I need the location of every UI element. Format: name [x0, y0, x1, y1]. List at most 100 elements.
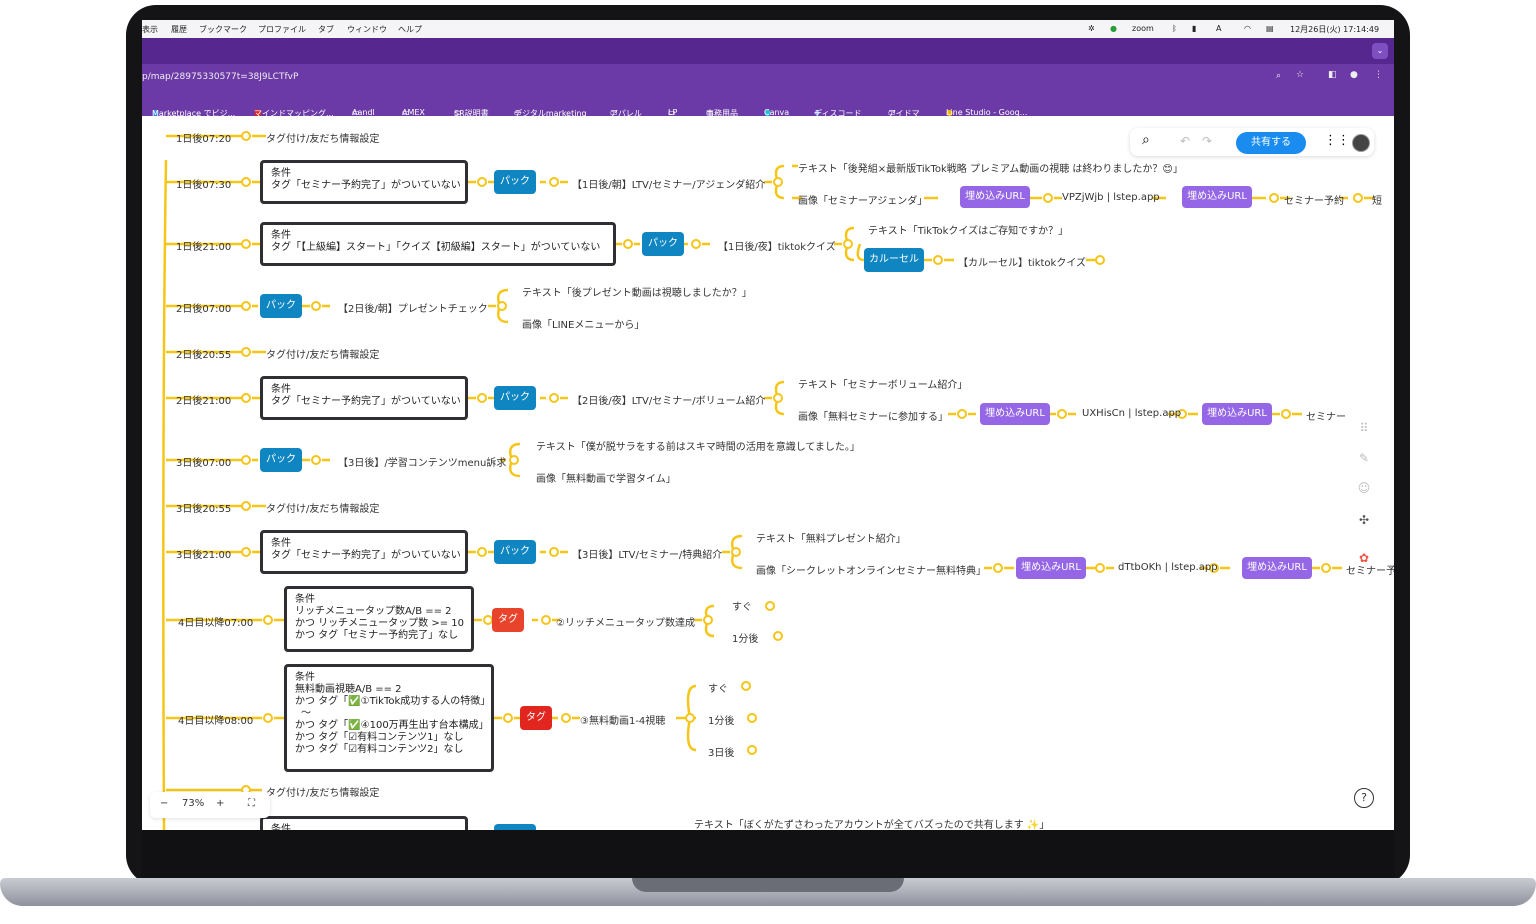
node-title[interactable]: 【2日後/朝】プレゼントチェック [338, 300, 488, 315]
node-text[interactable]: テキスト「セミナーボリューム紹介」 [798, 376, 967, 391]
line-icon[interactable]: ● [1110, 24, 1117, 33]
carousel-node[interactable]: カルーセル [864, 248, 924, 272]
node-image[interactable]: 画像「無料セミナーに参加する」 [798, 408, 948, 423]
menu-view[interactable]: 表示 [142, 24, 158, 35]
zoom-lens-icon[interactable]: ⌕ [1276, 71, 1281, 81]
node-text[interactable]: テキスト「後プレゼント動画は視聴しましたか？」 [522, 284, 752, 299]
menu-window[interactable]: ウィンドウ [347, 24, 387, 35]
node-text[interactable]: 【カルーセル】tiktokクイズ [958, 254, 1086, 269]
node-link[interactable]: セミナー [1306, 408, 1346, 423]
node-image[interactable]: 画像「無料動画で学習タイム」 [536, 470, 676, 485]
condition-node[interactable]: 条件 タグ「【上級編】スタート」「クイズ【初級編】スタート」がついていない [260, 222, 616, 266]
node-image[interactable]: 画像「LINEメニューから」 [522, 316, 644, 331]
condition-node[interactable]: 条件 [260, 816, 468, 830]
node-option[interactable]: 3日後 [708, 744, 734, 759]
node-title[interactable]: 【3日後】/学習コンテンツmenu訴求 [338, 454, 506, 469]
wifi-icon[interactable]: ◠ [1244, 24, 1251, 33]
profile-avatar-icon[interactable]: ● [1350, 70, 1358, 80]
node-tag-setting[interactable]: タグ付け/友だち情報設定 [266, 346, 379, 361]
pack-node[interactable]: パック [494, 386, 536, 410]
node-title[interactable]: ②リッチメニュータップ数達成 [556, 614, 695, 629]
node-title[interactable]: 【1日後/朝】LTV/セミナー/アジェンダ紹介 [572, 176, 765, 191]
zoom-status[interactable]: zoom [1132, 24, 1154, 33]
node-image[interactable]: 画像「セミナーアジェンダ」 [798, 192, 927, 207]
node-tag-setting[interactable]: タグ付け/友だち情報設定 [266, 784, 379, 799]
tab-search-icon[interactable]: ⌄ [1372, 43, 1388, 59]
node-title[interactable]: 【3日後】LTV/セミナー/特典紹介 [572, 546, 722, 561]
color-palette-icon[interactable]: ✿ [1354, 548, 1374, 568]
node-title[interactable]: ③無料動画1-4視聴 [580, 712, 665, 727]
node-text[interactable]: テキスト「僕が脱サラをする前はスキマ時間の活用を意識してました。」 [536, 438, 860, 453]
condition-node[interactable]: 条件 無料動画視聴A/B == 2 かつ タグ「✅①TikTok成功する人の特徴… [284, 664, 494, 772]
node-text[interactable]: テキスト「後発組×最新版TikTok戦略 プレミアム動画の視聴 は終わりましたか… [798, 160, 1183, 175]
input-method-icon[interactable]: A [1216, 24, 1221, 33]
template-icon[interactable]: ⠿ [1354, 418, 1374, 438]
node-tag-setting[interactable]: タグ付け/友だち情報設定 [266, 500, 379, 515]
help-button[interactable]: ? [1354, 788, 1374, 808]
embed-url-node[interactable]: 埋め込みURL [980, 403, 1050, 425]
address-bar[interactable]: p/map/28975330577t=38J9LCTfvP ⌕ ☆ ◧ ● ⋮ [142, 64, 1394, 90]
structure-icon[interactable]: ✣ [1354, 510, 1374, 530]
user-avatar[interactable] [1352, 134, 1370, 152]
time-label: 3日後20:55 [176, 500, 231, 515]
fit-screen-icon[interactable]: ⛶ [248, 798, 255, 809]
tag-node[interactable]: タグ [492, 608, 524, 632]
embed-url-node[interactable]: 埋め込みURL [1016, 557, 1086, 579]
pack-node[interactable]: パック [642, 232, 684, 256]
menu-history[interactable]: 履歴 [171, 24, 187, 35]
node-title[interactable]: 【1日後/夜】tiktokクイズ [718, 238, 836, 253]
node-title[interactable]: 【2日後/夜】LTV/セミナー/ボリューム紹介 [572, 392, 765, 407]
time-label: 2日後21:00 [176, 392, 231, 407]
node-text[interactable]: テキスト「ぼくがたずさわったアカウントが全てバズったので共有します ✨」 [694, 816, 1049, 830]
bluetooth-icon[interactable]: ᛒ [1172, 24, 1177, 33]
sidepanel-icon[interactable]: ◧ [1328, 70, 1337, 80]
battery-icon[interactable]: ▮ [1192, 24, 1196, 33]
condition-node[interactable]: 条件 タグ「セミナー予約完了」がついていない [260, 160, 468, 204]
node-option[interactable]: すぐ [732, 598, 752, 613]
redo-icon[interactable]: ↷ [1202, 134, 1212, 148]
zoom-in-button[interactable]: + [216, 798, 224, 809]
menu-help[interactable]: ヘルプ [398, 24, 422, 35]
bookmark-star-icon[interactable]: ☆ [1296, 70, 1304, 80]
node-option[interactable]: 1分後 [732, 630, 758, 645]
menu-profile[interactable]: プロファイル [258, 24, 306, 35]
node-link[interactable]: セミナー予約 [1284, 192, 1344, 207]
node-link[interactable]: UXHisCn | lstep.app [1082, 408, 1181, 419]
dropbox-icon[interactable]: ✲ [1088, 24, 1095, 33]
node-image[interactable]: 画像「シークレットオンラインセミナー無料特典」 [756, 562, 986, 577]
apps-grid-icon[interactable]: ⋮⋮ [1324, 133, 1350, 148]
node-link[interactable]: 短 [1372, 192, 1382, 207]
pack-node[interactable]: パック [260, 294, 302, 318]
embed-url-node[interactable]: 埋め込みURL [1182, 186, 1252, 208]
condition-node[interactable]: 条件 タグ「セミナー予約完了」がついていない [260, 530, 468, 574]
node-link[interactable]: dTtbOKh | lstep.app [1118, 562, 1218, 573]
zoom-out-button[interactable]: − [160, 798, 168, 809]
search-icon[interactable]: ⌕ [1142, 132, 1150, 148]
emoji-icon[interactable]: ☺ [1354, 478, 1374, 498]
condition-node[interactable]: 条件 タグ「セミナー予約完了」がついていない [260, 376, 468, 420]
mindmap-canvas[interactable]: 1日後07:20 タグ付け/友だち情報設定 1日後07:30 条件 タグ「セミナ… [142, 116, 1394, 830]
tag-node[interactable]: タグ [520, 706, 552, 730]
menu-bookmarks[interactable]: ブックマーク [199, 24, 247, 35]
embed-url-node[interactable]: 埋め込みURL [1242, 557, 1312, 579]
share-button[interactable]: 共有する [1236, 132, 1306, 154]
node-tag-setting[interactable]: タグ付け/友だち情報設定 [266, 130, 379, 145]
browser-menu-icon[interactable]: ⋮ [1374, 70, 1383, 80]
node-option[interactable]: すぐ [708, 680, 728, 695]
pack-node[interactable]: パック [494, 170, 536, 194]
menu-tab[interactable]: タブ [318, 24, 334, 35]
pack-node[interactable]: パック [260, 448, 302, 472]
node-text[interactable]: テキスト「無料プレゼント紹介」 [756, 530, 906, 545]
node-option[interactable]: 1分後 [708, 712, 734, 727]
style-icon[interactable]: ✎ [1354, 448, 1374, 468]
node-text[interactable]: テキスト「TikTokクイズはご存知ですか？」 [868, 222, 1068, 237]
pack-node[interactable]: パック [494, 540, 536, 564]
undo-icon[interactable]: ↶ [1180, 134, 1190, 148]
node-link[interactable]: VPZjWjb | lstep.app [1062, 192, 1160, 203]
embed-url-node[interactable]: 埋め込みURL [960, 186, 1030, 208]
embed-url-node[interactable]: 埋め込みURL [1202, 403, 1272, 425]
condition-node[interactable]: 条件 リッチメニュータップ数A/B == 2 かつ リッチメニュータップ数 >=… [284, 586, 474, 652]
pack-node[interactable] [494, 824, 536, 830]
control-center-icon[interactable]: ▤ [1266, 24, 1274, 33]
url-text[interactable]: p/map/28975330577t=38J9LCTfvP [142, 72, 298, 82]
